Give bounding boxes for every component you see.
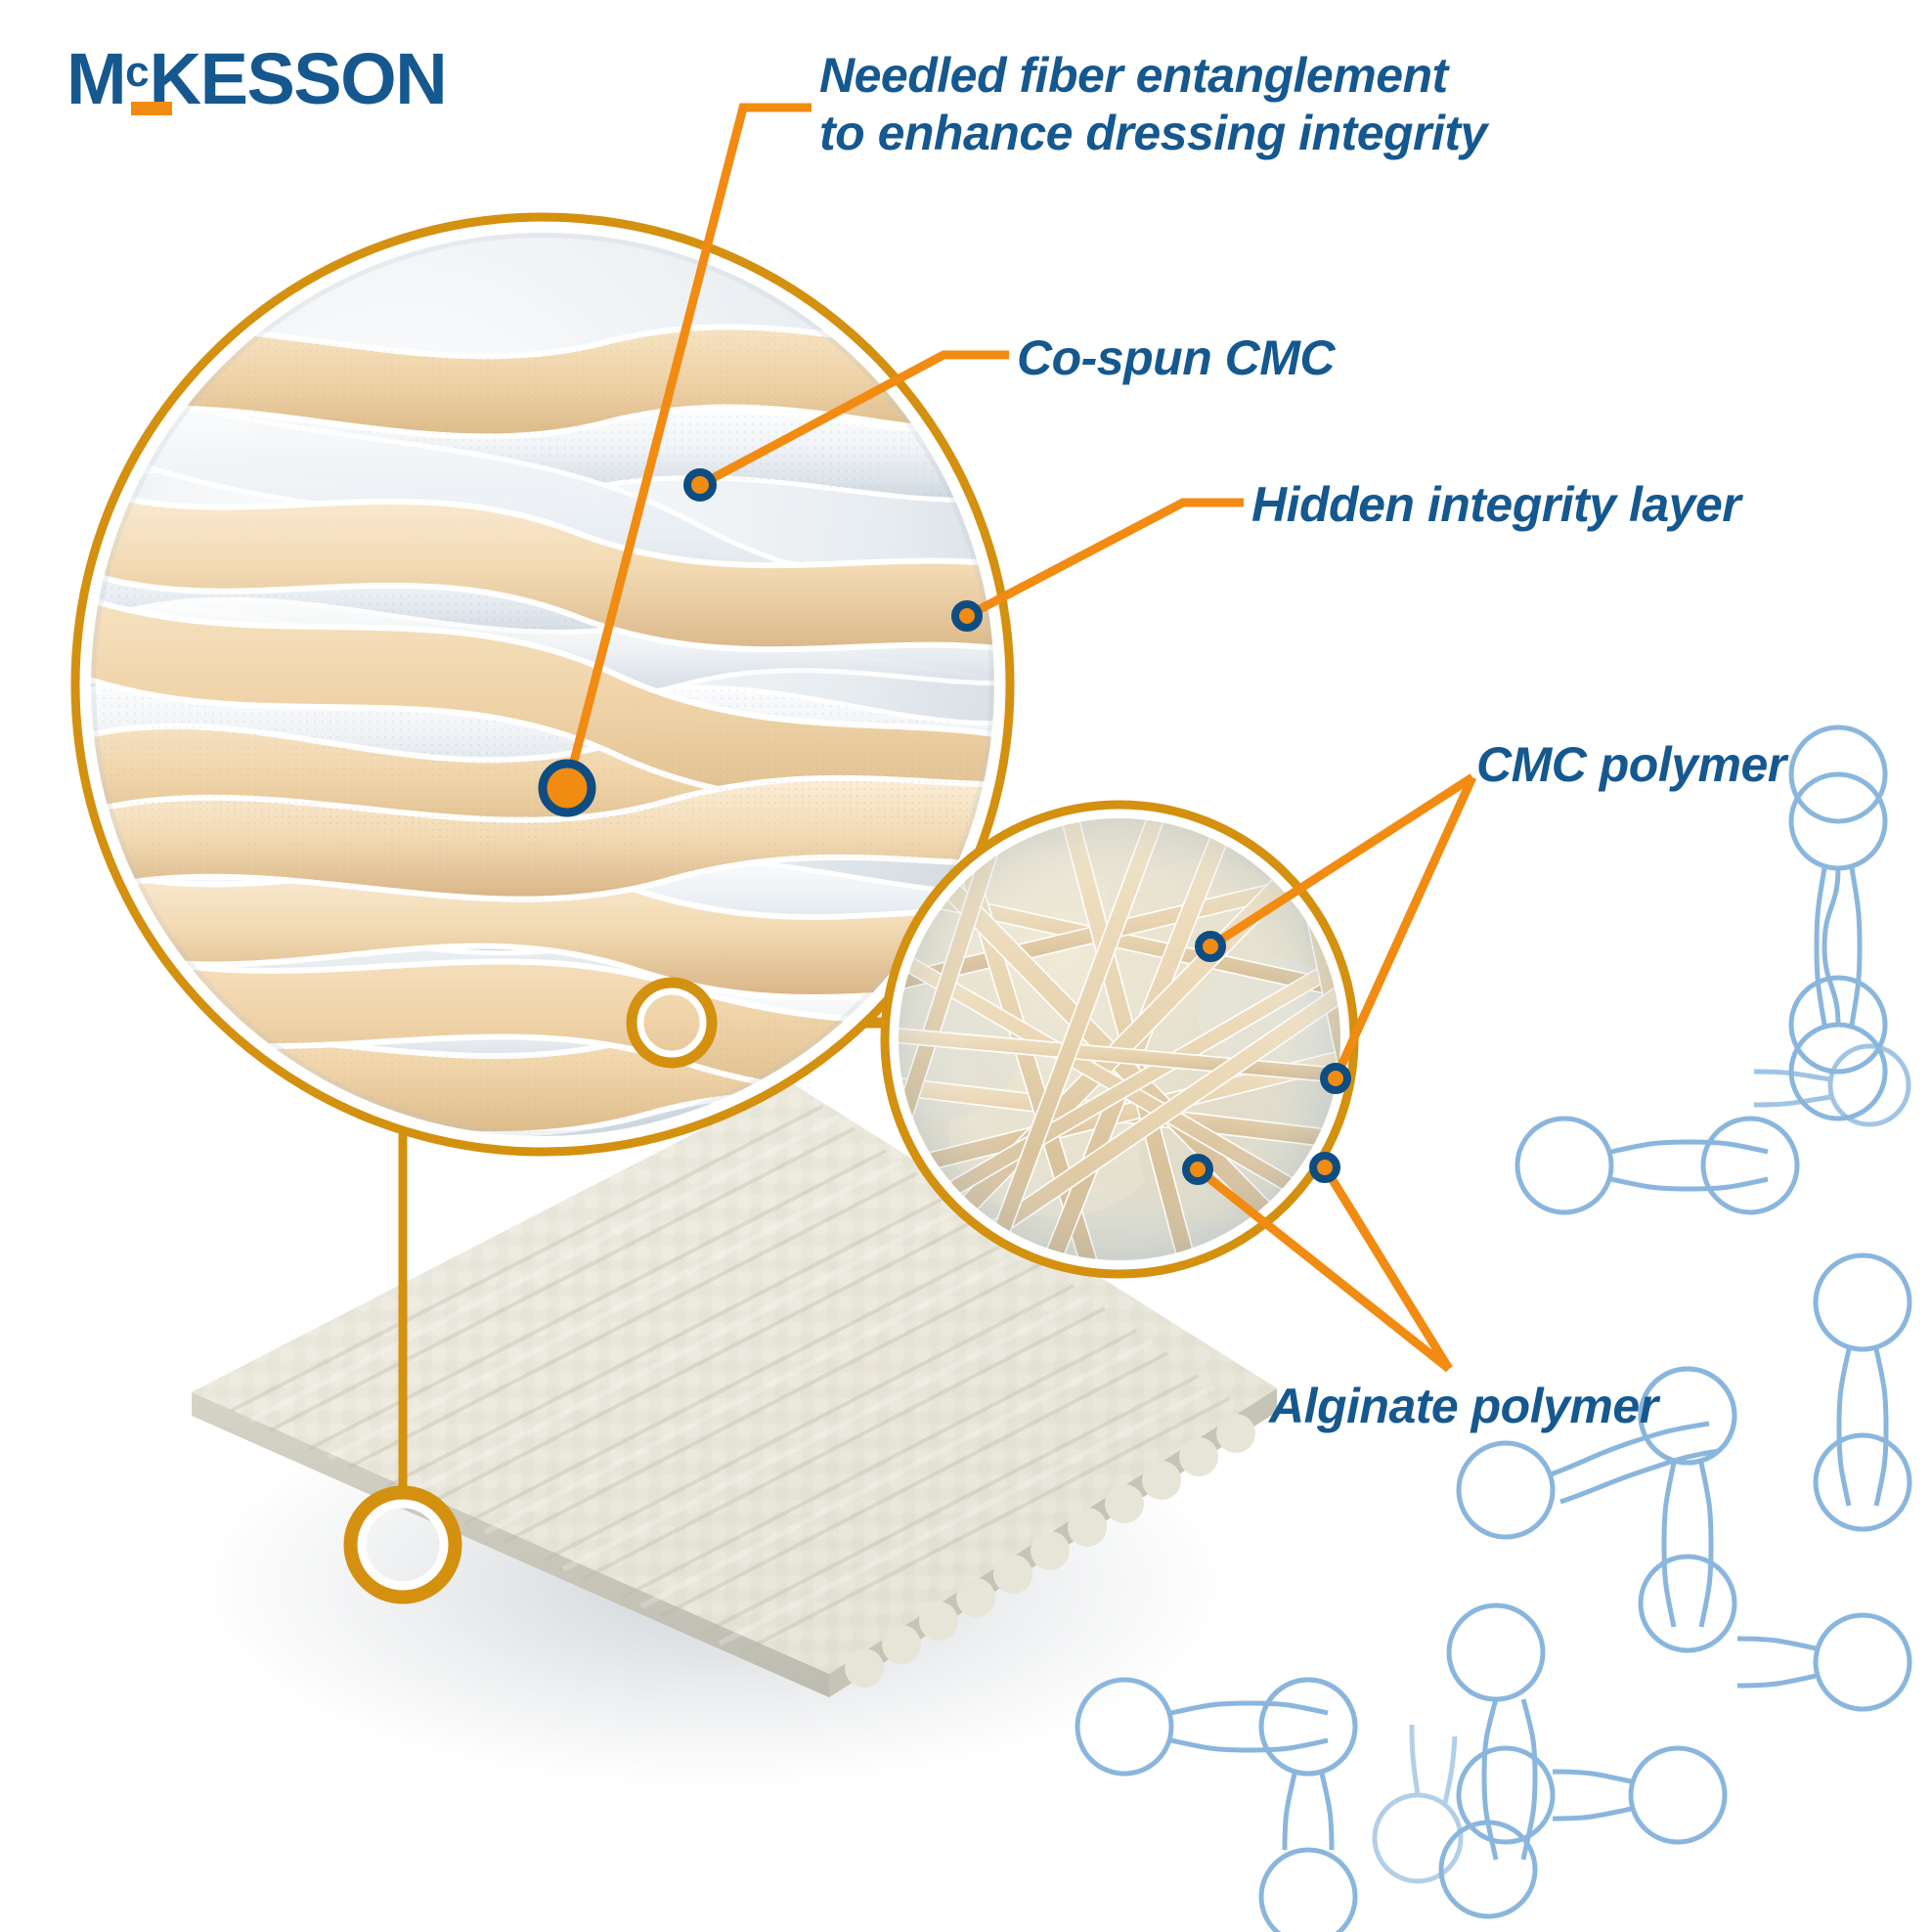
logo-text-kesson: KESSON [149,38,448,119]
polymer-fiber-magnification-circle [880,800,1359,1279]
mckesson-logo: McKESSON [66,43,448,115]
callout-label-hidden-integrity-layer: Hidden integrity layer [1251,477,1741,532]
leader-cospun [697,350,1009,489]
pad-zoom-ring [343,1485,462,1604]
logo-text-c: c [125,48,150,96]
callout-label-cmc-polymer: CMC polymer [1476,737,1786,792]
inner-zoom-ring [626,977,718,1069]
marker-needled-fiber [538,759,596,817]
marker-alginate-polymer-1 [1182,1154,1213,1185]
leader-cmc-a [1208,773,1475,950]
marker-alginate-polymer-2 [1309,1152,1340,1183]
leader-needled [562,103,812,790]
molecule-pattern-decoration [1075,724,1912,1932]
marker-cmc-polymer-2 [1320,1063,1351,1094]
leader-alg-b [1321,1164,1453,1372]
marker-hidden-integrity-layer [951,600,983,632]
callout-label-co-spun-cmc: Co-spun CMC [1017,330,1336,385]
callout-leader-lines [562,103,1477,1373]
leader-hidden [964,498,1244,620]
leader-alg-a [1195,1165,1452,1373]
logo-text-m: M [66,38,127,119]
logo-orange-bar [131,102,172,115]
leader-cmc-b [1331,775,1477,1080]
main-fiber-magnification-circle [70,212,1015,1157]
marker-co-spun-cmc [683,468,717,502]
callout-label-needled-fiber-entanglement: Needled fiber entanglement to enhance dr… [819,48,1487,160]
callout-label-alginate-polymer: Alginate polymer [1269,1379,1658,1433]
callout-markers [538,468,1351,1185]
marker-cmc-polymer-1 [1195,931,1226,962]
